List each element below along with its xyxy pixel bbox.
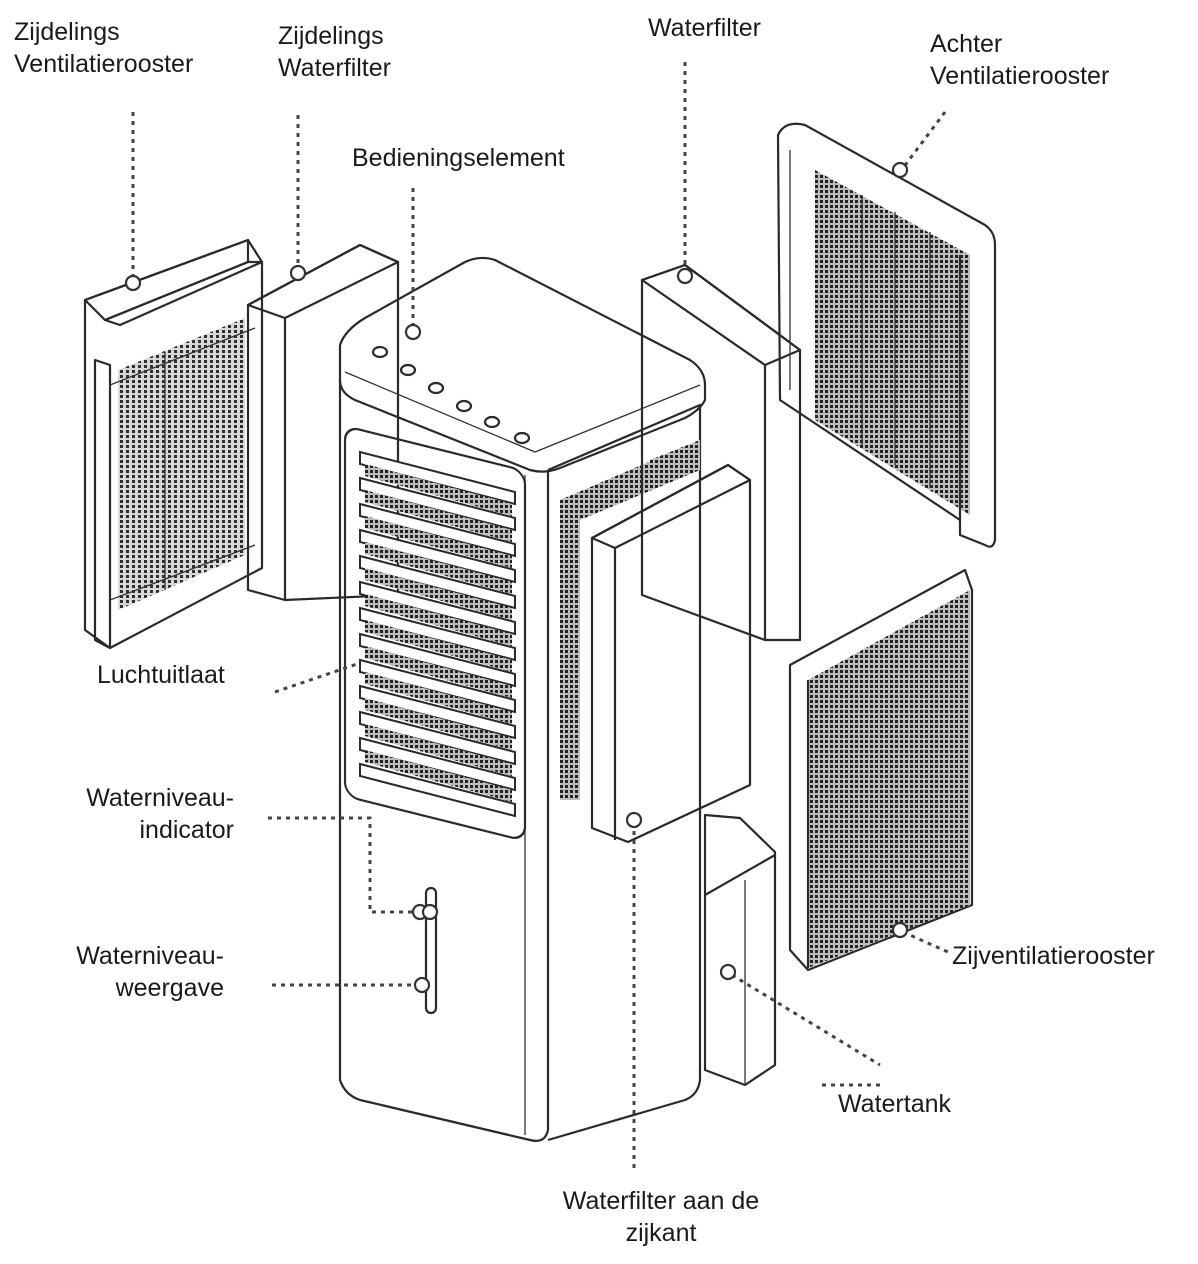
- outlet-slat-gap: [365, 646, 512, 698]
- label-side-water-filter-line2: zijkant: [625, 1219, 697, 1247]
- label-level-display-line2: weergave: [115, 974, 224, 1002]
- outlet-slat-gap: [365, 568, 512, 620]
- label-water-filter-line1: Waterfilter: [648, 14, 761, 42]
- control-buttons: [371, 345, 531, 445]
- callout-side-vent-grille: [891, 921, 909, 939]
- outlet-slat: [359, 554, 516, 610]
- label-level-indicator-line2: indicator: [139, 816, 235, 844]
- label-level-indicator-line1: Waterniveau-: [86, 784, 234, 812]
- label-side-filter-line2: Waterfilter: [278, 54, 391, 82]
- outlet-slat-gap: [365, 724, 512, 776]
- outlet-slat-gap: [365, 516, 512, 568]
- callout-control: [404, 323, 422, 341]
- water-level-tube: [424, 886, 438, 1015]
- outlet-slat-gap: [365, 594, 512, 646]
- label-side-filter-line1: Zijdelings: [278, 22, 384, 50]
- outlet-slat: [359, 450, 516, 506]
- outlet-slat-gap: [365, 620, 512, 672]
- label-water-tank: Watertank: [838, 1088, 951, 1120]
- outlet-slat-gap: [365, 750, 512, 802]
- outlet-slat: [359, 606, 516, 662]
- rear-grille-part: [776, 122, 997, 548]
- outlet-slat: [359, 502, 516, 558]
- leader-lines: [131, 62, 949, 1168]
- label-side-water-filter-line1: Waterfilter aan de: [562, 1187, 760, 1215]
- callout-level-display: [413, 976, 431, 994]
- label-side-grille-line1: Zijdelings: [14, 18, 120, 46]
- label-level-indicator: Waterniveau- indicator: [40, 782, 234, 846]
- outlet-slat-gap: [365, 672, 512, 724]
- outlet-slat: [359, 580, 516, 636]
- outlet-slat: [359, 684, 516, 740]
- outlet-slat: [359, 658, 516, 714]
- callout-side-water-filter: [625, 811, 643, 829]
- label-side-vent-grille: Zijventilatierooster: [952, 940, 1155, 972]
- water-tank-part: [703, 813, 777, 1087]
- label-level-display: Waterniveau- weergave: [30, 940, 224, 1004]
- callout-rear-grille: [891, 161, 909, 179]
- label-rear-grille-line2: Ventilatierooster: [930, 62, 1110, 90]
- outlet-slat: [359, 736, 516, 792]
- label-water-tank-line1: Watertank: [838, 1090, 952, 1118]
- callout-side-filter: [289, 264, 307, 282]
- callout-water-tank: [719, 963, 737, 981]
- outlet-slat-gap: [365, 542, 512, 594]
- callout-side-grille: [124, 274, 142, 292]
- callout-dots: [124, 161, 909, 994]
- callout-level-indicator-b: [421, 903, 439, 921]
- label-side-grille: Zijdelings Ventilatierooster: [14, 16, 193, 80]
- air-outlet-slats: [359, 450, 516, 818]
- label-level-display-line1: Waterniveau-: [76, 942, 224, 970]
- label-side-grille-line2: Ventilatierooster: [14, 50, 194, 78]
- outlet-slat: [359, 710, 516, 766]
- outlet-slat: [359, 632, 516, 688]
- label-side-water-filter: Waterfilter aan de zijkant: [532, 1185, 790, 1249]
- label-water-filter: Waterfilter: [648, 12, 761, 44]
- label-control-line1: Bedieningselement: [352, 144, 565, 172]
- outlet-slat-gap: [365, 698, 512, 750]
- label-side-vent-grille-line1: Zijventilatierooster: [952, 942, 1155, 970]
- outlet-slat-gap: [365, 464, 512, 516]
- side-vent-grille-part: [788, 568, 974, 972]
- side-grille-part: [83, 238, 264, 650]
- label-side-filter: Zijdelings Waterfilter: [278, 20, 391, 84]
- side-water-filter-part: [590, 463, 752, 844]
- label-control: Bedieningselement: [352, 142, 565, 174]
- outlet-slat: [359, 528, 516, 584]
- outlet-slat: [359, 476, 516, 532]
- label-air-outlet-line1: Luchtuitlaat: [97, 661, 225, 689]
- outlet-slat: [359, 762, 516, 818]
- label-rear-grille-line1: Achter: [930, 30, 1003, 58]
- cooler-body: [338, 256, 707, 1142]
- callout-water-filter: [676, 267, 694, 285]
- outlet-slat-gap: [365, 490, 512, 542]
- label-rear-grille: Achter Ventilatierooster: [930, 28, 1109, 92]
- water-filter-part: [640, 263, 802, 642]
- label-air-outlet: Luchtuitlaat: [97, 659, 225, 691]
